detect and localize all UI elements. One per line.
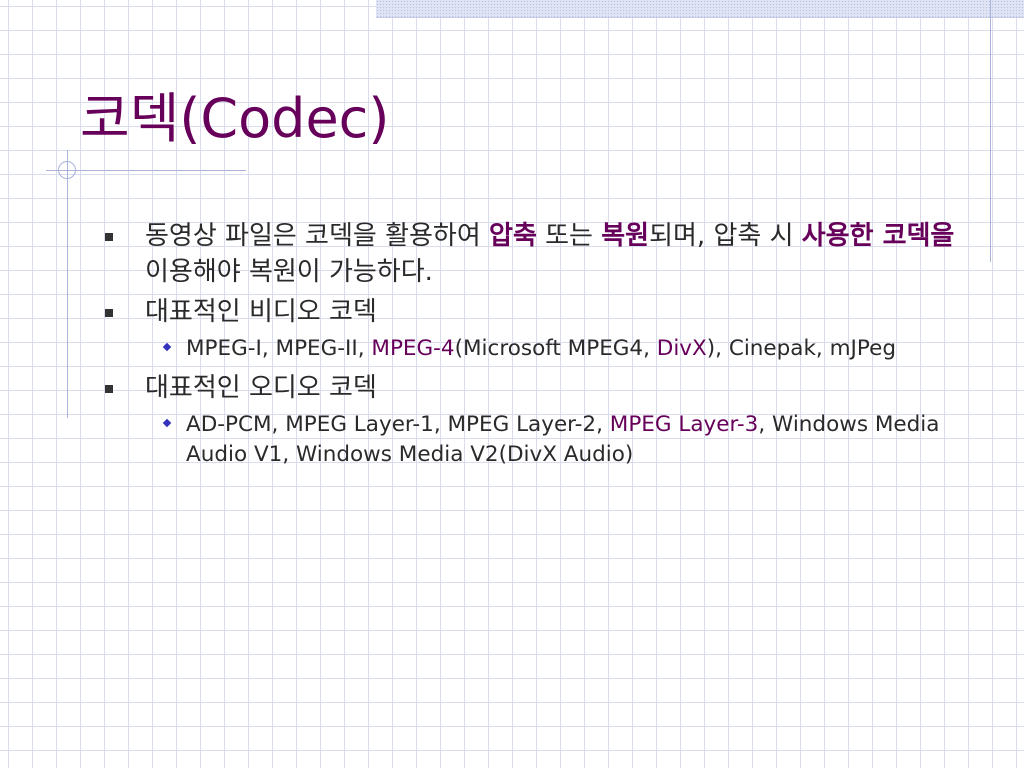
bullet-codec-description: 동영상 파일은 코덱을 활용하여 압축 또는 복원되며, 압축 시 사용한 코덱… (102, 218, 982, 290)
emphasis-mpeg-layer3: MPEG Layer-3 (609, 412, 759, 437)
square-bullet-icon (105, 233, 113, 241)
emphasis-mpeg4: MPEG-4 (371, 336, 455, 361)
emphasis-restore: 복원 (601, 221, 650, 251)
decorative-ring (58, 161, 76, 179)
diamond-bullet-icon (162, 342, 172, 352)
bullet-text: AD-PCM, MPEG Layer-1, MPEG Layer-2, (186, 412, 610, 437)
slide-title: 코덱(Codec) (80, 87, 390, 150)
bullet-text: 되며, 압축 시 (649, 221, 802, 251)
emphasis-compress: 압축 (489, 221, 537, 251)
right-vertical-rule (990, 0, 991, 262)
bullet-text: 이용해야 복원이 가능하다. (145, 257, 433, 287)
title-underline-rule (46, 170, 246, 171)
bullet-text: 대표적인 비디오 코덱 (145, 297, 377, 327)
sub-bullet-audio-codec-list: AD-PCM, MPEG Layer-1, MPEG Layer-2, MPEG… (100, 410, 982, 470)
bullet-audio-codecs: 대표적인 오디오 코덱 (102, 370, 982, 406)
bullet-text: , Windows Media Audio V1, Windows Media … (186, 412, 940, 467)
square-bullet-icon (105, 309, 113, 317)
emphasis-divx: DivX (656, 336, 707, 361)
left-vertical-rule (67, 150, 68, 418)
bullet-text: (Microsoft MPEG4, (454, 336, 657, 361)
bullet-text: 동영상 파일은 코덱을 활용하여 (145, 221, 490, 251)
bullet-text: ), Cinepak, mJPeg (706, 336, 896, 361)
bullet-text: 또는 (536, 221, 602, 251)
bullet-video-codecs: 대표적인 비디오 코덱 (102, 294, 982, 330)
emphasis-used-codec: 사용한 코덱을 (801, 221, 955, 251)
bullet-list: 동영상 파일은 코덱을 활용하여 압축 또는 복원되며, 압축 시 사용한 코덱… (102, 218, 982, 476)
diamond-bullet-icon (162, 418, 172, 428)
sub-bullet-video-codec-list: MPEG-I, MPEG-II, MPEG-4(Microsoft MPEG4,… (100, 334, 982, 364)
top-decorative-band (376, 0, 1024, 18)
bullet-text: 대표적인 오디오 코덱 (145, 373, 377, 403)
bullet-text: MPEG-I, MPEG-II, (186, 336, 372, 361)
square-bullet-icon (105, 385, 113, 393)
